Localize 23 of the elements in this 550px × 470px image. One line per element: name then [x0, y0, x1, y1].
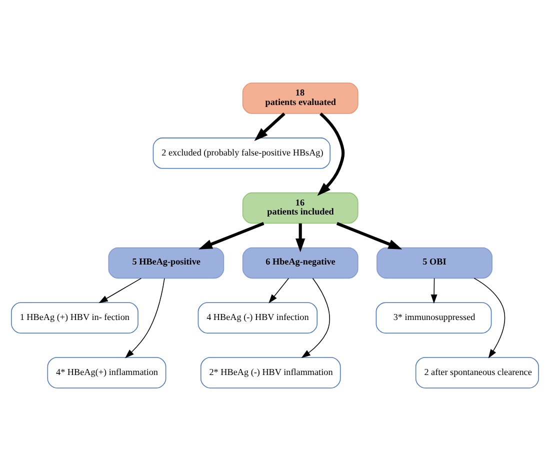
node-box: 4 HBeAg (-) HBV infection: [198, 302, 318, 333]
arrow: [296, 222, 306, 252]
arrow: [98, 277, 142, 303]
node-box: 16 patients included: [242, 192, 358, 224]
arrow: [317, 112, 345, 196]
arrow: [198, 221, 264, 249]
arrow: [430, 277, 438, 304]
arrow: [124, 278, 165, 358]
node-box: 5 OBI: [376, 246, 492, 278]
arrow: [301, 277, 330, 358]
node-box: 4* HBeAg(+) inflammation: [47, 356, 166, 388]
node-box: 5 HBeAg-positive: [108, 246, 224, 278]
node-box: 2 after spontaneous clearence: [415, 356, 539, 388]
node-box: 1 HBeAg (+) HBV in- fection: [11, 302, 138, 333]
node-box: 2* HBeAg (-) HBV inflammation: [200, 356, 341, 388]
node-box: 6 HbeAg-negative: [242, 246, 358, 278]
arrow: [336, 221, 402, 249]
arrow: [268, 277, 290, 303]
node-box: 18 patients evaluated: [242, 82, 358, 114]
node-box: 2 excluded (probably false-positive HBsAg): [152, 137, 330, 168]
node-box: 3* immunosuppressed: [376, 302, 492, 333]
arrow: [254, 112, 286, 140]
arrow: [474, 277, 506, 358]
